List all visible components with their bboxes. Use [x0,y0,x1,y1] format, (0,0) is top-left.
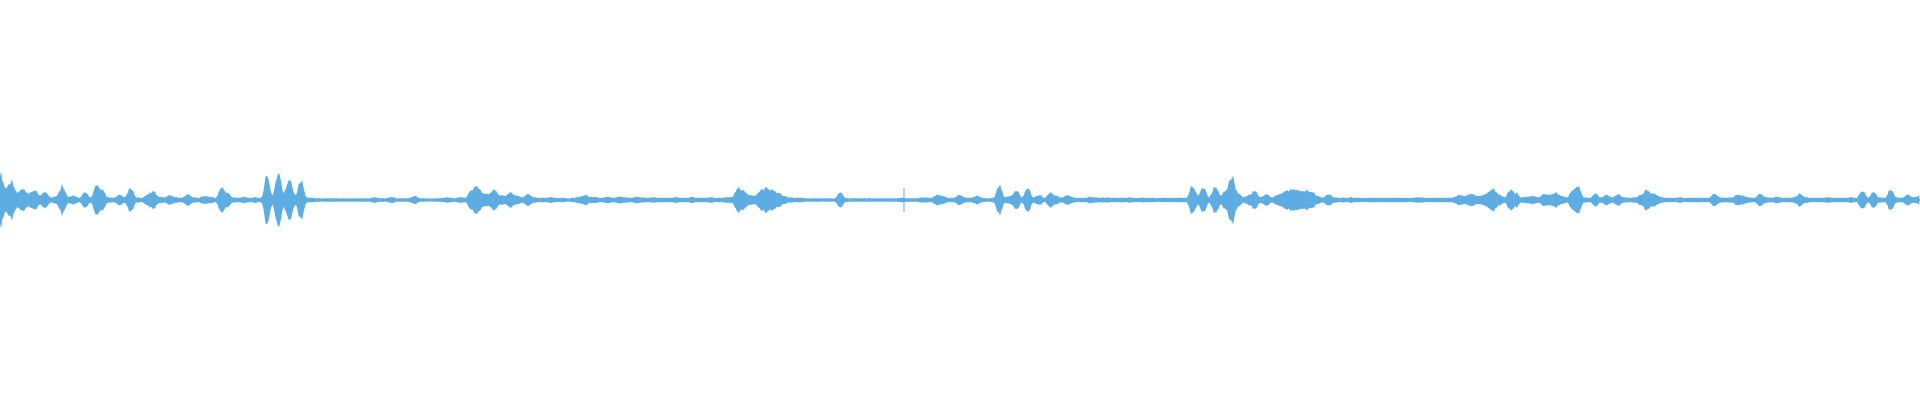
waveform-bars [0,172,1920,228]
